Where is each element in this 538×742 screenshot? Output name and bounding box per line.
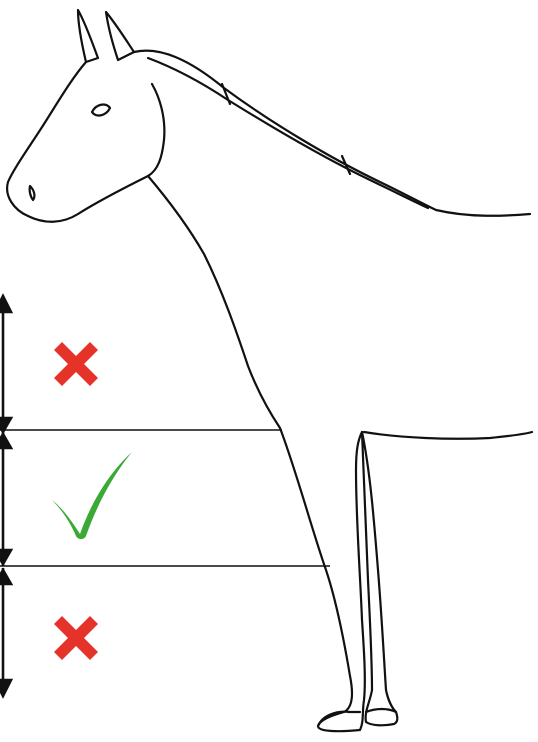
horse-nostril bbox=[28, 184, 36, 202]
horse-ear-left bbox=[76, 8, 100, 64]
measurement-guides bbox=[0, 429, 330, 567]
check-icon bbox=[52, 452, 132, 539]
horse-hoof-back bbox=[364, 707, 398, 714]
arrow-head-up-middle bbox=[0, 431, 14, 450]
horse-illustration bbox=[6, 8, 534, 733]
horse-head-outline bbox=[6, 49, 532, 223]
arrow-head-down-middle bbox=[0, 548, 14, 567]
horse-mane-segment-1 bbox=[220, 82, 232, 106]
horse-mane-segment-2 bbox=[340, 154, 352, 176]
arrow-head-up-lower bbox=[0, 567, 14, 586]
horse-neck-chest-outline bbox=[146, 174, 366, 733]
arrow-head-down-bottom bbox=[0, 678, 14, 699]
horse-ear-right bbox=[104, 10, 136, 62]
cross-icon bbox=[54, 616, 98, 660]
horse-second-leg bbox=[360, 430, 399, 727]
horse-mane-line bbox=[146, 56, 430, 210]
horse-eye bbox=[90, 103, 112, 117]
cross-icon bbox=[54, 342, 98, 386]
dimension-arrows bbox=[0, 293, 14, 699]
horse-belly-line bbox=[362, 430, 534, 440]
arrow-head-up-top bbox=[0, 293, 14, 314]
horse-hoof-front bbox=[316, 710, 362, 728]
arrow-head-down-upper bbox=[0, 416, 14, 435]
